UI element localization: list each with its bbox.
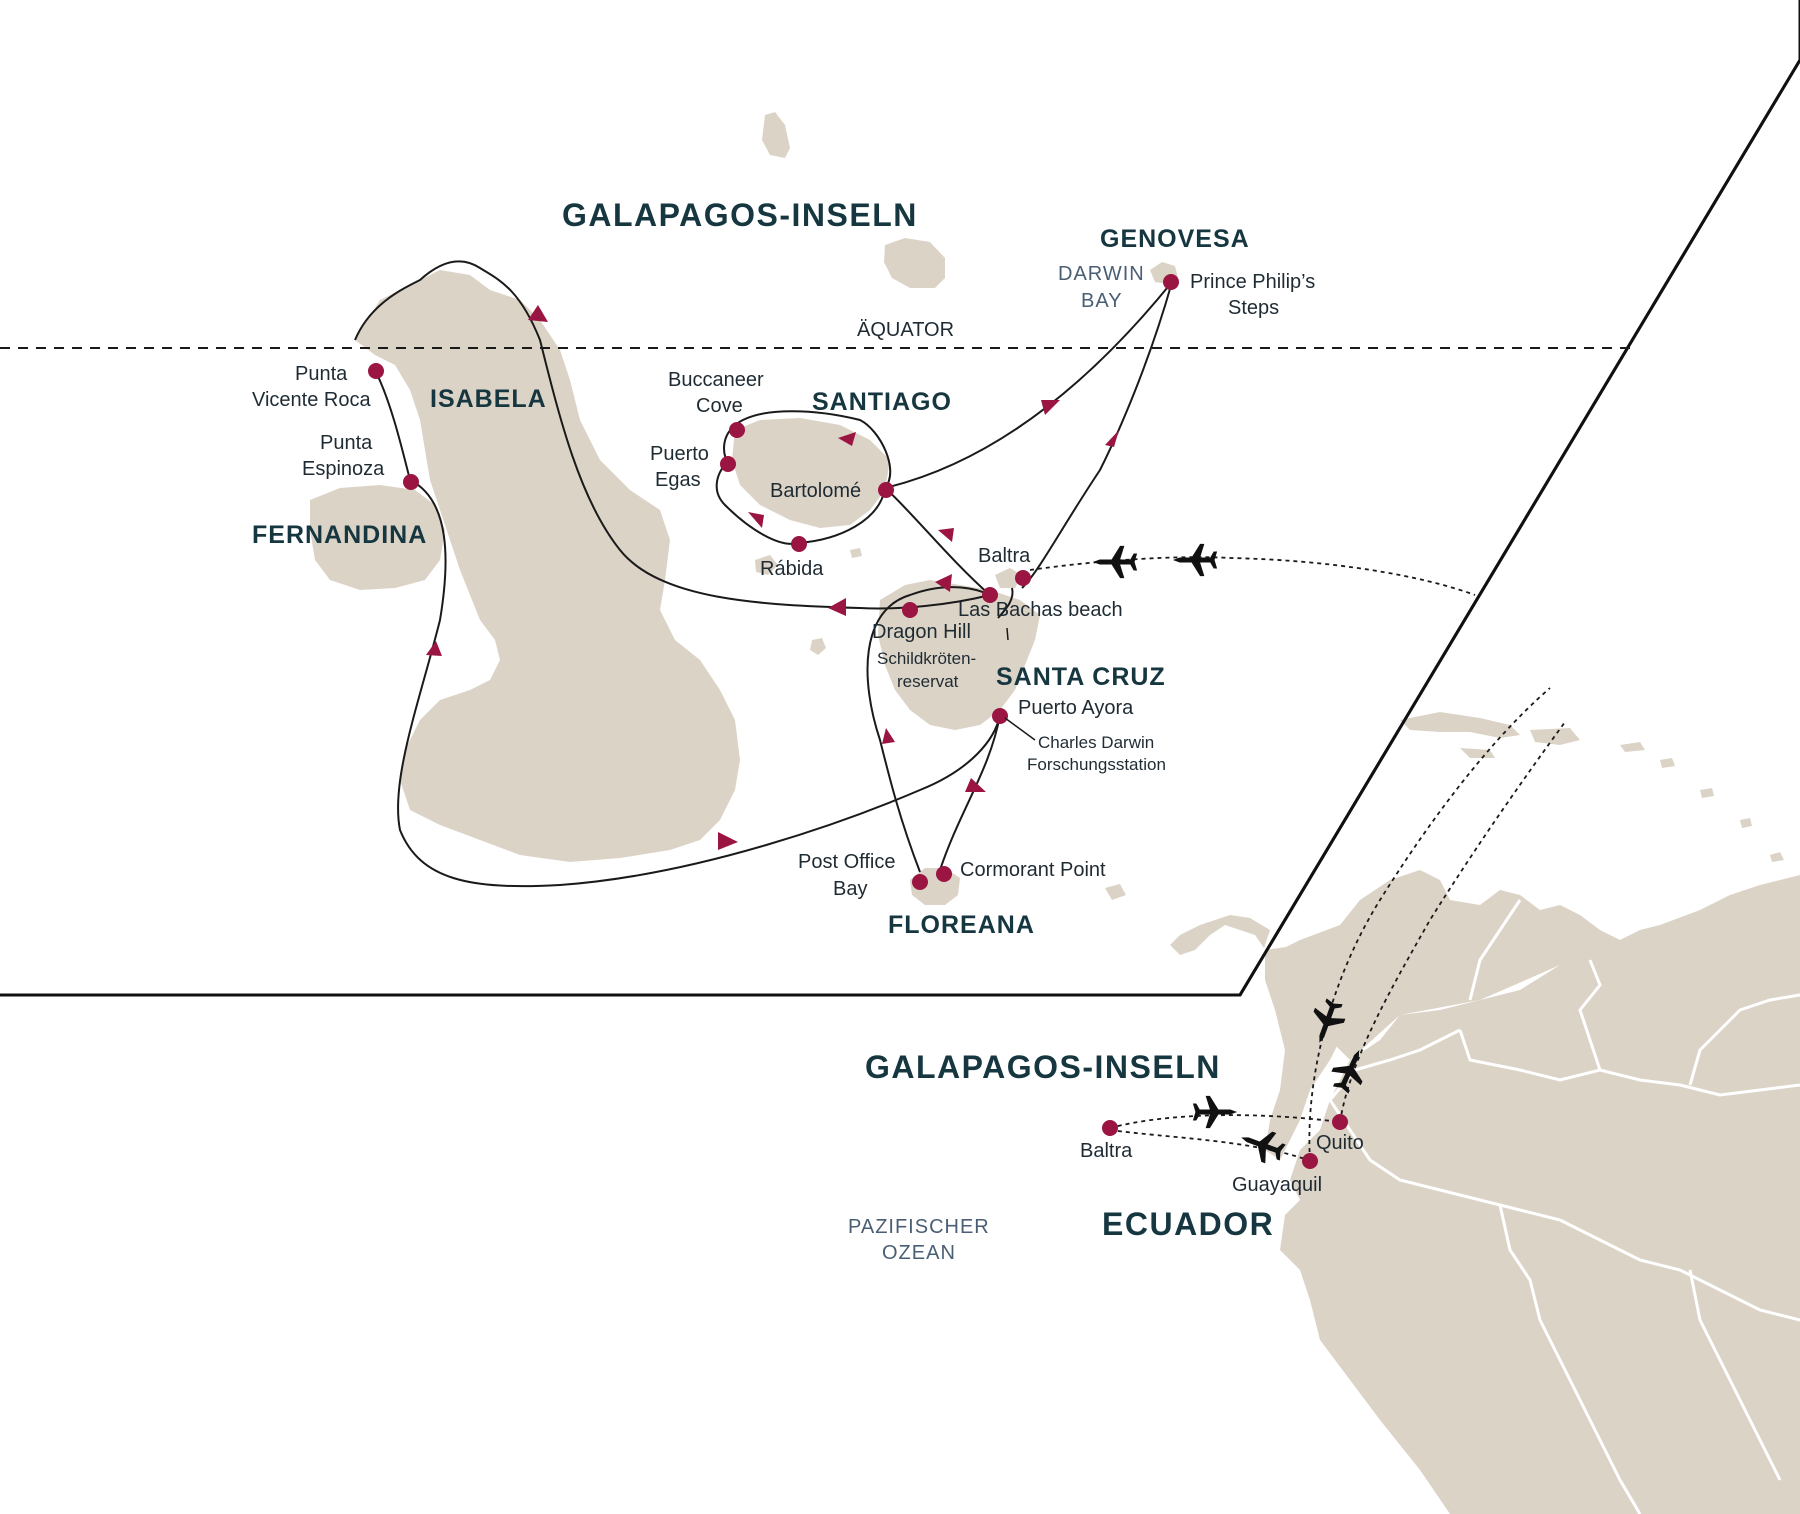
stop-label-prince-philip-line2: Steps: [1228, 297, 1279, 319]
route-direction-arrow: [828, 598, 846, 616]
inset-background: [0, 995, 1240, 1514]
country-label-ecuador: ECUADOR: [1102, 1206, 1274, 1242]
stop-label-post-office-line1: Post Office: [798, 851, 895, 873]
stop-label-punta-espinoza-line1: Punta: [320, 432, 373, 454]
stop-marker: [992, 708, 1008, 724]
route-direction-arrow: [882, 728, 895, 744]
stop-markers: [368, 274, 1179, 890]
stop-label-punta-vicente-roca-line1: Punta: [295, 363, 348, 385]
stop-label-puerto-egas-line1: Puerto: [650, 443, 709, 465]
route-direction-arrow: [426, 641, 442, 656]
stop-label-cormorant-point: Cormorant Point: [960, 859, 1106, 881]
airplane-icon: [1172, 543, 1218, 577]
stop-marker: [902, 602, 918, 618]
galapagos-islands: [310, 112, 1178, 905]
flight-path: [1339, 721, 1566, 1123]
route-direction-arrow: [748, 512, 764, 528]
flight-path: [1308, 687, 1551, 1161]
stop-label-dragon-hill: Dragon Hill: [872, 621, 971, 643]
ocean-label-line1: PAZIFISCHER: [848, 1216, 990, 1238]
stop-label-baltra: Baltra: [978, 545, 1031, 567]
south-america-landmass: [1100, 712, 1800, 1514]
stop-label-bartolome: Bartolomé: [770, 480, 861, 502]
equator-label: ÄQUATOR: [857, 319, 954, 341]
inset-title: GALAPAGOS-INSELN: [865, 1049, 1221, 1085]
island-label-fernandina: FERNANDINA: [252, 521, 427, 549]
stop-marker: [1015, 570, 1031, 586]
stop-marker: [878, 482, 894, 498]
route-direction-arrow: [1041, 400, 1060, 415]
route-direction-arrow: [1105, 430, 1119, 447]
route-direction-arrow: [838, 432, 856, 446]
island-label-santiago: SANTIAGO: [812, 388, 952, 416]
stop-label-rabida: Rábida: [760, 558, 824, 580]
stop-marker: [1102, 1120, 1118, 1136]
stop-label-schildkroeten-line1: Schildkröten-: [877, 649, 976, 668]
stop-marker: [1332, 1114, 1348, 1130]
stop-marker: [720, 456, 736, 472]
cruise-route: [354, 260, 1173, 888]
stop-label-post-office-line2: Bay: [833, 878, 867, 900]
island-label-santa-cruz: SANTA CRUZ: [996, 663, 1166, 691]
airplane-icon: [1092, 545, 1138, 579]
flight-path: [1029, 556, 1476, 596]
map-title: GALAPAGOS-INSELN: [562, 197, 918, 233]
stop-marker: [368, 363, 384, 379]
fernandina-island: [310, 485, 445, 590]
stop-label-puerto-ayora: Puerto Ayora: [1018, 697, 1134, 719]
darwin-bay-label-line2: BAY: [1081, 290, 1123, 312]
stop-label-schildkroeten-line2: reservat: [897, 672, 959, 691]
stop-marker: [1163, 274, 1179, 290]
route-direction-arrow: [528, 305, 548, 322]
stop-marker: [1302, 1153, 1318, 1169]
stop-label-punta-espinoza-line2: Espinoza: [302, 458, 385, 480]
stop-label-charles-darwin-line1: Charles Darwin: [1038, 733, 1154, 752]
stop-marker: [912, 874, 928, 890]
ocean-label-line2: OZEAN: [882, 1242, 956, 1264]
stop-label-buccaneer-cove-line2: Cove: [696, 395, 743, 417]
island-label-floreana: FLOREANA: [888, 911, 1035, 939]
flight-path: [1109, 1129, 1309, 1161]
santiago-island: [732, 418, 890, 528]
darwin-bay-label-line1: DARWIN: [1058, 263, 1145, 285]
route-direction-arrow: [718, 832, 738, 850]
inset-label-guayaquil: Guayaquil: [1232, 1174, 1322, 1196]
route-direction-arrow: [965, 778, 986, 792]
stop-marker: [791, 536, 807, 552]
inset-label-baltra: Baltra: [1080, 1140, 1133, 1162]
stop-label-charles-darwin-line2: Forschungsstation: [1027, 755, 1166, 774]
stop-label-buccaneer-cove-line1: Buccaneer: [668, 369, 764, 391]
inset-label-quito: Quito: [1316, 1132, 1364, 1154]
stop-marker: [729, 422, 745, 438]
island-label-genovesa: GENOVESA: [1100, 225, 1250, 253]
island-label-isabela: ISABELA: [430, 385, 547, 413]
stop-marker: [936, 866, 952, 882]
route-direction-arrow: [938, 528, 954, 542]
isabela-island: [355, 270, 740, 862]
route-direction-arrow: [935, 574, 952, 592]
stop-marker: [403, 474, 419, 490]
stop-label-prince-philip-line1: Prince Philip’s: [1190, 271, 1315, 293]
stop-label-puerto-egas-line2: Egas: [655, 469, 701, 491]
stop-label-las-bachas: Las Bachas beach: [958, 599, 1123, 621]
stop-marker: [982, 587, 998, 603]
stop-label-punta-vicente-roca-line2: Vicente Roca: [252, 389, 371, 411]
